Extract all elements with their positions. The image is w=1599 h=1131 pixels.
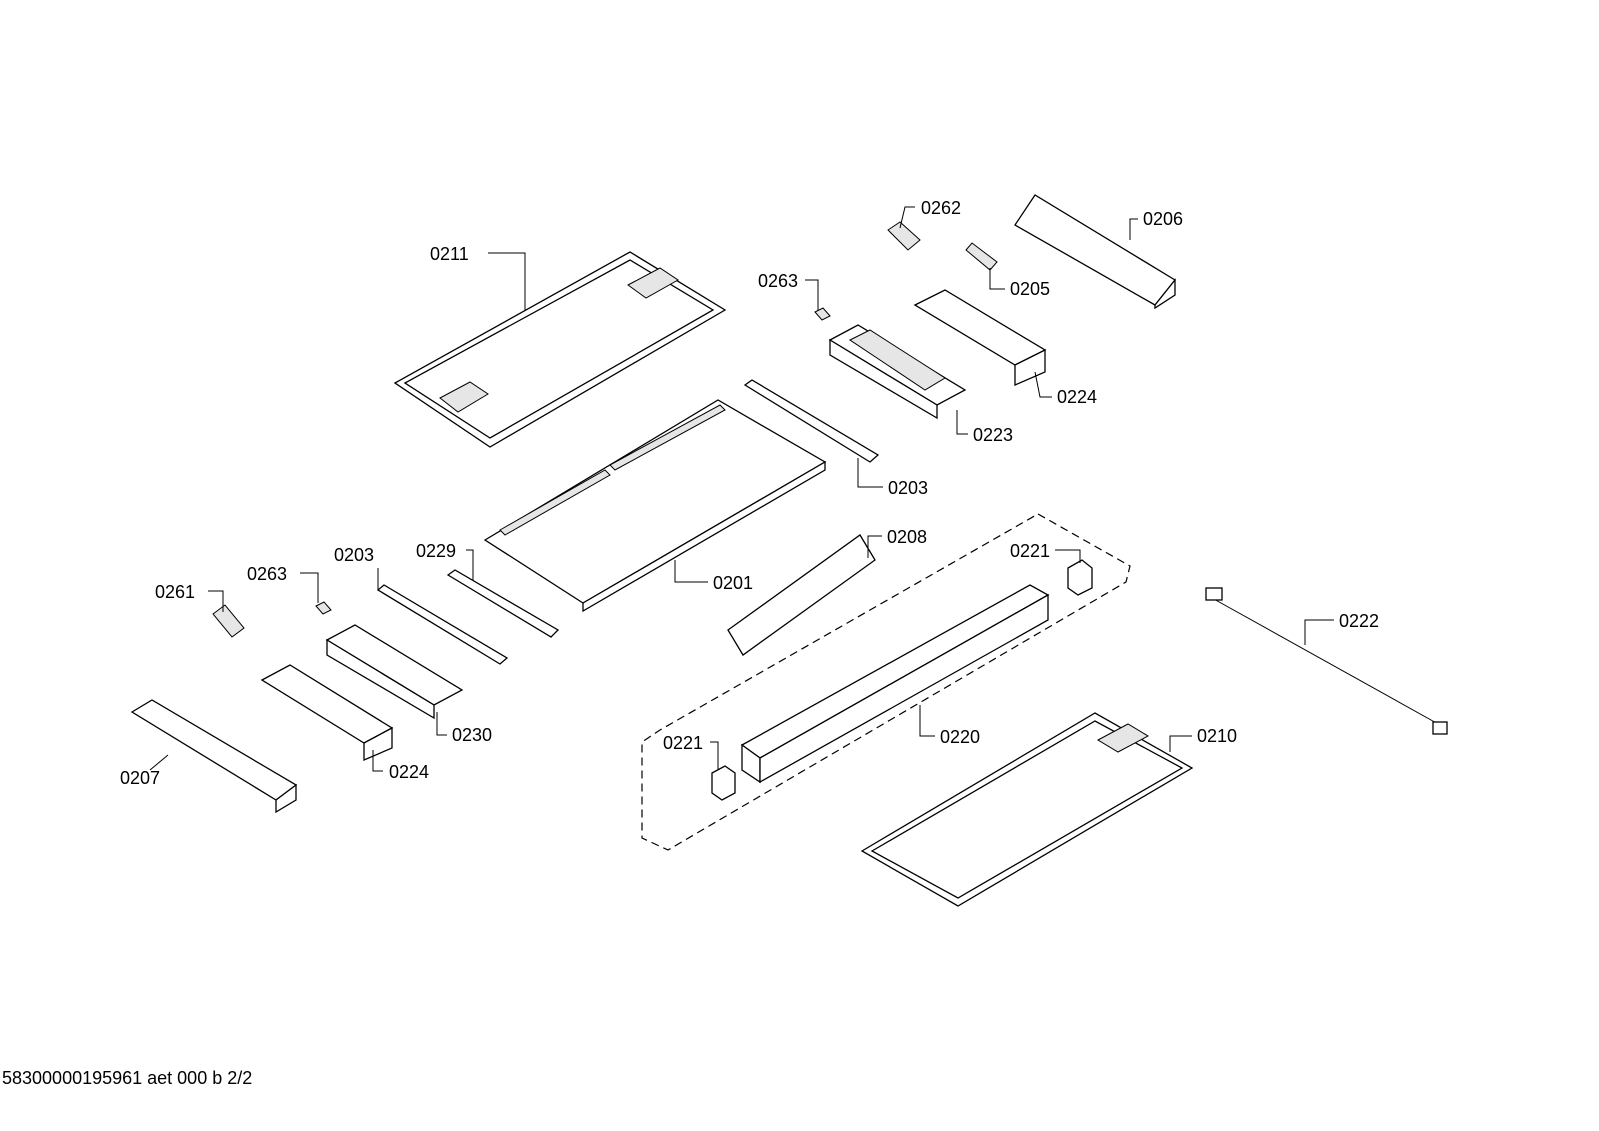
label-0207: 0207 xyxy=(120,768,160,788)
label-0263-lower: 0263 xyxy=(247,564,287,584)
part-0203-rail-left[interactable] xyxy=(376,584,509,665)
document-footer-id: 58300000195961 aet 000 b 2/2 xyxy=(2,1068,252,1088)
label-0230: 0230 xyxy=(452,725,492,745)
label-0203-left: 0203 xyxy=(334,545,374,565)
label-0223: 0223 xyxy=(973,425,1013,445)
part-0205-bracket[interactable] xyxy=(965,242,998,271)
leader-lines xyxy=(149,206,1334,772)
part-0262-clip[interactable] xyxy=(887,221,921,251)
label-0222: 0222 xyxy=(1339,611,1379,631)
part-0263-clip-lower[interactable] xyxy=(315,601,332,615)
label-0208: 0208 xyxy=(887,527,927,547)
label-0224-lower: 0224 xyxy=(389,762,429,782)
label-0224-upper: 0224 xyxy=(1057,387,1097,407)
label-0221-lower: 0221 xyxy=(663,733,703,753)
part-0221-end-cap-lower[interactable] xyxy=(711,765,736,801)
label-0211: 0211 xyxy=(430,244,469,264)
part-0230-fan-housing[interactable] xyxy=(325,624,464,720)
part-0211-filter-frame[interactable] xyxy=(393,251,727,448)
part-0208-light-bar[interactable] xyxy=(727,534,876,656)
label-0261: 0261 xyxy=(155,582,195,602)
part-0229-rail[interactable] xyxy=(446,569,560,638)
label-0206: 0206 xyxy=(1143,209,1183,229)
part-0224-duct-upper[interactable] xyxy=(913,289,1047,386)
part-0263-clip-upper[interactable] xyxy=(814,307,831,321)
part-0221-end-cap-upper[interactable] xyxy=(1067,559,1093,596)
part-0203-rail-right[interactable] xyxy=(743,379,880,463)
part-0201-cover-plate[interactable] xyxy=(483,399,827,613)
label-0262: 0262 xyxy=(921,198,961,218)
part-0222-cable[interactable] xyxy=(1205,587,1448,735)
label-0263-upper: 0263 xyxy=(758,271,798,291)
part-0206-channel[interactable] xyxy=(1014,194,1176,310)
label-0229: 0229 xyxy=(416,541,456,561)
label-0210: 0210 xyxy=(1197,726,1237,746)
label-0201: 0201 xyxy=(713,573,753,593)
label-0220: 0220 xyxy=(940,727,980,747)
part-0224-duct-lower[interactable] xyxy=(260,664,394,761)
part-0207-channel[interactable] xyxy=(130,699,298,814)
assembly-group-outline xyxy=(641,513,1131,851)
label-0203-right: 0203 xyxy=(888,478,928,498)
label-0221-upper: 0221 xyxy=(1010,541,1050,561)
label-0205: 0205 xyxy=(1010,279,1050,299)
part-0261-clip[interactable] xyxy=(212,604,245,638)
part-0220-light-module[interactable] xyxy=(740,584,1050,784)
part-0210-filter-frame[interactable] xyxy=(860,712,1194,907)
part-0223-fan-housing[interactable] xyxy=(828,324,967,420)
